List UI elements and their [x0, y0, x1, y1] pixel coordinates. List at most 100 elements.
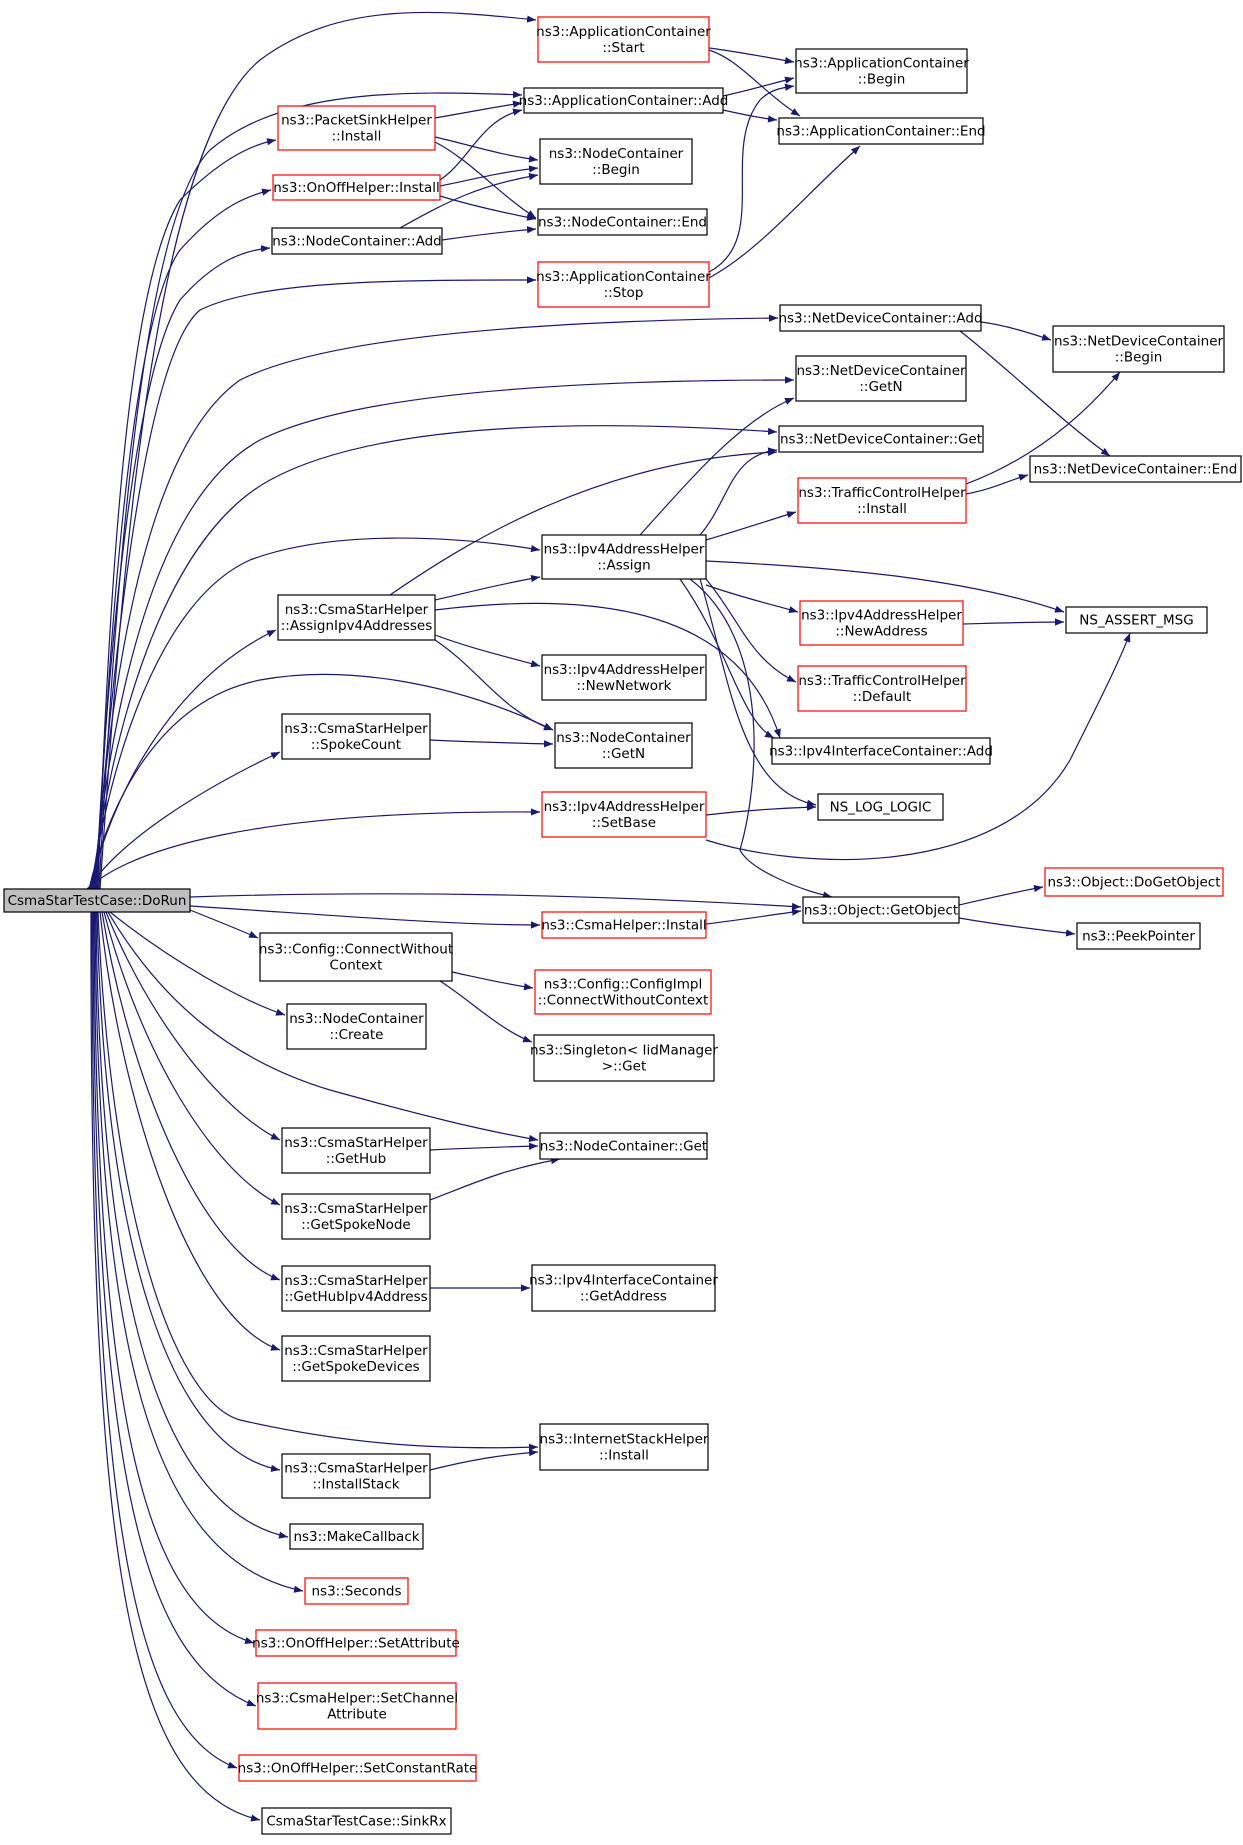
node-box-makeCb[interactable] [289, 1523, 424, 1550]
node-nsAssert[interactable]: NS_ASSERT_MSG [1065, 606, 1208, 634]
node-csHub[interactable]: ns3::CsmaStarHelper::GetHub [281, 1127, 431, 1174]
node-box-tchDefault[interactable] [797, 665, 967, 712]
node-onoffInstall[interactable]: ns3::OnOffHelper::Install [272, 174, 441, 201]
node-ndcGetN[interactable]: ns3::NetDeviceContainer::GetN [795, 355, 967, 402]
node-appStart[interactable]: ns3::ApplicationContainer::Start [536, 16, 711, 63]
node-box-sinkRx[interactable] [261, 1807, 452, 1835]
node-ishInstall[interactable]: ns3::InternetStackHelper::Install [539, 1423, 709, 1471]
node-appStop[interactable]: ns3::ApplicationContainer::Stop [536, 261, 711, 308]
node-box-seconds[interactable] [304, 1577, 409, 1605]
node-box-cfgImpl[interactable] [534, 969, 712, 1015]
node-ipv4NewAddr[interactable]: ns3::Ipv4AddressHelper::NewAddress [799, 600, 964, 646]
node-ncBegin[interactable]: ns3::NodeContainer::Begin [539, 138, 693, 185]
node-box-csSpokeNode[interactable] [281, 1193, 431, 1240]
node-ncEnd[interactable]: ns3::NodeContainer::End [537, 208, 708, 236]
node-sinkRx[interactable]: CsmaStarTestCase::SinkRx [261, 1807, 452, 1835]
node-ndcEnd[interactable]: ns3::NetDeviceContainer::End [1029, 455, 1242, 483]
node-makeCb[interactable]: ns3::MakeCallback [289, 1523, 424, 1550]
node-box-getObj[interactable] [802, 896, 960, 924]
node-csSpokeDev[interactable]: ns3::CsmaStarHelper::GetSpokeDevices [281, 1335, 431, 1382]
node-box-csmaSetChan[interactable] [257, 1682, 457, 1730]
node-box-ndcGet[interactable] [778, 425, 984, 453]
node-ipv4NewNet[interactable]: ns3::Ipv4AddressHelper::NewNetwork [541, 654, 707, 701]
node-box-singleton[interactable] [533, 1034, 715, 1082]
node-ncAdd[interactable]: ns3::NodeContainer::Add [271, 227, 443, 255]
node-cfgConn[interactable]: ns3::Config::ConnectWithoutContext [259, 932, 453, 982]
node-box-csHubIp[interactable] [281, 1265, 431, 1312]
node-box-csAssign[interactable] [277, 594, 436, 641]
node-box-ncBegin[interactable] [539, 138, 693, 185]
node-box-onoffInstall[interactable] [272, 174, 441, 201]
node-box-ncEnd[interactable] [537, 208, 708, 236]
node-iicAdd[interactable]: ns3::Ipv4InterfaceContainer::Add [769, 737, 993, 765]
node-nsLog[interactable]: NS_LOG_LOGIC [817, 793, 944, 821]
node-ipv4Assign[interactable]: ns3::Ipv4AddressHelper::Assign [541, 534, 707, 580]
node-box-ipv4SetBase[interactable] [541, 791, 707, 838]
node-box-ipv4NewAddr[interactable] [799, 600, 964, 646]
node-doGetObj[interactable]: ns3::Object::DoGetObject [1044, 867, 1224, 897]
node-box-onoffConst[interactable] [238, 1754, 477, 1782]
node-ncGet[interactable]: ns3::NodeContainer::Get [539, 1132, 708, 1160]
node-tchInstall[interactable]: ns3::TrafficControlHelper::Install [797, 477, 967, 524]
node-box-ipv4NewNet[interactable] [541, 654, 707, 701]
node-box-ishInstall[interactable] [539, 1423, 709, 1471]
node-box-csmaInstall[interactable] [541, 911, 707, 939]
node-box-iicAdd[interactable] [771, 737, 991, 765]
node-box-iicGetAddr[interactable] [531, 1264, 716, 1312]
node-box-ncCreate[interactable] [286, 1003, 427, 1050]
node-box-tchInstall[interactable] [797, 477, 967, 524]
node-box-appEnd[interactable] [778, 117, 984, 145]
node-box-peek[interactable] [1076, 922, 1201, 950]
node-box-appBegin[interactable] [795, 48, 968, 94]
node-box-doGetObj[interactable] [1044, 867, 1224, 897]
node-box-csSpoke[interactable] [281, 713, 431, 760]
node-box-ndcEnd[interactable] [1029, 455, 1242, 483]
node-box-nsLog[interactable] [817, 793, 944, 821]
node-box-csSpokeDev[interactable] [281, 1335, 431, 1382]
node-cfgImpl[interactable]: ns3::Config::ConfigImpl::ConnectWithoutC… [534, 969, 712, 1015]
node-seconds[interactable]: ns3::Seconds [304, 1577, 409, 1605]
node-appEnd[interactable]: ns3::ApplicationContainer::End [776, 117, 986, 145]
node-box-pktSink[interactable] [277, 105, 436, 151]
node-ndcAdd[interactable]: ns3::NetDeviceContainer::Add [778, 304, 983, 332]
node-singleton[interactable]: ns3::Singleton< IidManager>::Get [530, 1034, 718, 1082]
node-csHubIp[interactable]: ns3::CsmaStarHelper::GetHubIpv4Address [281, 1265, 431, 1312]
node-box-nsAssert[interactable] [1065, 606, 1208, 634]
node-box-ndcAdd[interactable] [779, 304, 982, 332]
node-pktSink[interactable]: ns3::PacketSinkHelper::Install [277, 105, 436, 151]
node-appAdd[interactable]: ns3::ApplicationContainer::Add [519, 87, 729, 114]
node-box-csHub[interactable] [281, 1127, 431, 1174]
node-ndcGet[interactable]: ns3::NetDeviceContainer::Get [778, 425, 984, 453]
node-ndcBegin[interactable]: ns3::NetDeviceContainer::Begin [1052, 325, 1225, 373]
node-box-appAdd[interactable] [523, 87, 724, 114]
node-box-csInstStack[interactable] [281, 1453, 431, 1499]
node-box-onoffSetAttr[interactable] [255, 1629, 457, 1657]
node-ncCreate[interactable]: ns3::NodeContainer::Create [286, 1003, 427, 1050]
node-csSpokeNode[interactable]: ns3::CsmaStarHelper::GetSpokeNode [281, 1193, 431, 1240]
node-onoffConst[interactable]: ns3::OnOffHelper::SetConstantRate [238, 1754, 478, 1782]
node-box-ndcBegin[interactable] [1052, 325, 1225, 373]
node-box-ncGetN[interactable] [554, 722, 693, 769]
node-box-root[interactable] [3, 888, 191, 913]
node-getObj[interactable]: ns3::Object::GetObject [802, 896, 960, 924]
node-root[interactable]: CsmaStarTestCase::DoRun [3, 888, 191, 913]
node-csAssign[interactable]: ns3::CsmaStarHelper::AssignIpv4Addresses [277, 594, 436, 641]
node-box-ipv4Assign[interactable] [541, 534, 707, 580]
node-box-appStart[interactable] [537, 16, 710, 63]
node-box-appStop[interactable] [537, 261, 710, 308]
node-box-ndcGetN[interactable] [795, 355, 967, 402]
node-onoffSetAttr[interactable]: ns3::OnOffHelper::SetAttribute [252, 1629, 460, 1657]
node-box-ncGet[interactable] [539, 1132, 708, 1160]
node-ipv4SetBase[interactable]: ns3::Ipv4AddressHelper::SetBase [541, 791, 707, 838]
node-iicGetAddr[interactable]: ns3::Ipv4InterfaceContainer::GetAddress [529, 1264, 718, 1312]
node-tchDefault[interactable]: ns3::TrafficControlHelper::Default [797, 665, 967, 712]
node-appBegin[interactable]: ns3::ApplicationContainer::Begin [794, 48, 969, 94]
node-csInstStack[interactable]: ns3::CsmaStarHelper::InstallStack [281, 1453, 431, 1499]
node-ncGetN[interactable]: ns3::NodeContainer::GetN [554, 722, 693, 769]
node-peek[interactable]: ns3::PeekPointer [1076, 922, 1201, 950]
node-csSpoke[interactable]: ns3::CsmaStarHelper::SpokeCount [281, 713, 431, 760]
node-box-ncAdd[interactable] [271, 227, 443, 255]
node-csmaInstall[interactable]: ns3::CsmaHelper::Install [541, 911, 707, 939]
node-box-cfgConn[interactable] [259, 932, 453, 982]
